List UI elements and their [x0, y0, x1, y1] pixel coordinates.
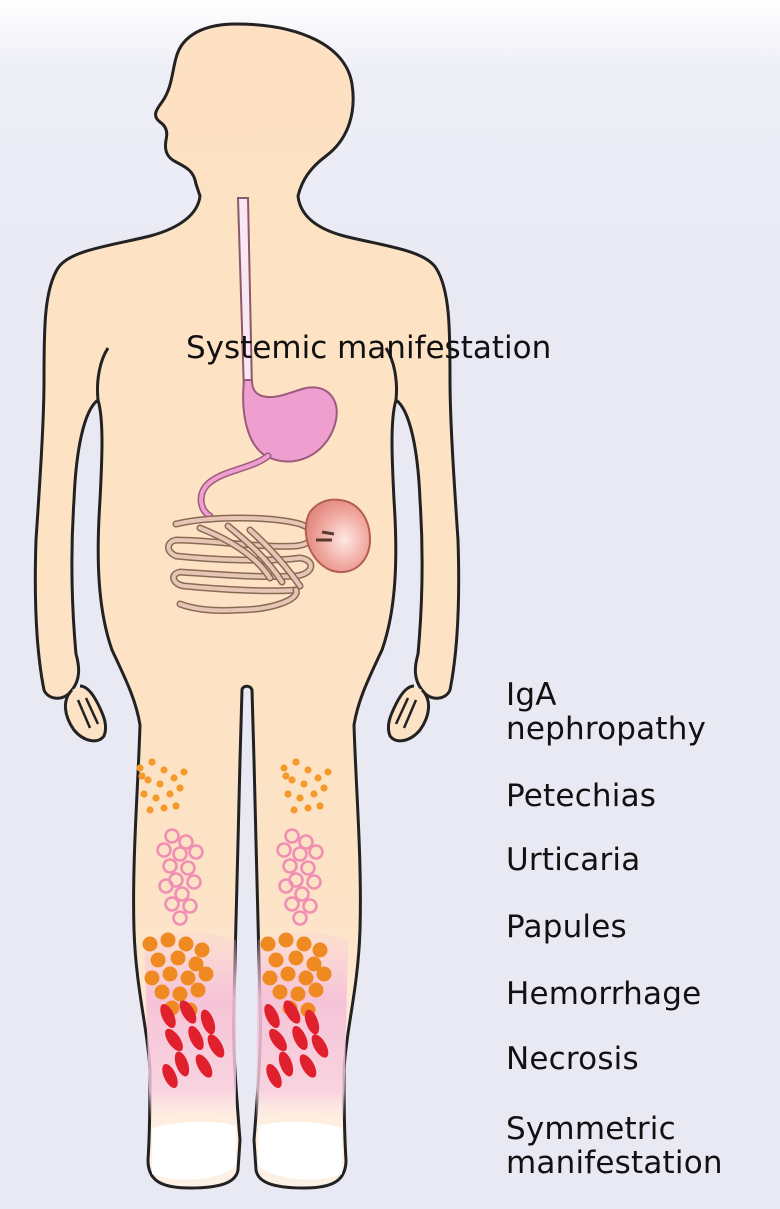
petechia-dot — [156, 780, 163, 787]
papule-dot — [181, 971, 196, 986]
papule-dot — [269, 953, 284, 968]
right-hand — [388, 686, 428, 741]
hemorrhage-label: Hemorrhage — [506, 977, 701, 1011]
petechia-dot — [160, 766, 167, 773]
necrosis-label: Necrosis — [506, 1042, 639, 1076]
papule-dot — [143, 937, 158, 952]
petechia-dot — [180, 768, 187, 775]
petechia-dot — [170, 774, 177, 781]
petechia-dot — [146, 806, 153, 813]
petechia-dot — [310, 790, 317, 797]
papule-dot — [191, 983, 206, 998]
petechia-dot — [160, 804, 167, 811]
petechia-dot — [166, 790, 173, 797]
petechia-dot — [172, 802, 179, 809]
petechia-dot — [304, 766, 311, 773]
petechia-dot — [320, 784, 327, 791]
papule-dot — [281, 967, 296, 982]
iga-label-line2: nephropathy — [506, 712, 706, 746]
iga-nephropathy-label: IgA nephropathy — [506, 678, 706, 746]
papule-dot — [163, 967, 178, 982]
papule-dot — [261, 937, 276, 952]
urticaria-label: Urticaria — [506, 843, 640, 877]
papule-dot — [195, 943, 210, 958]
papule-dot — [199, 967, 214, 982]
papule-dot — [179, 937, 194, 952]
petechia-dot — [140, 790, 147, 797]
petechia-dot — [280, 764, 287, 771]
petechia-dot — [290, 806, 297, 813]
papule-dot — [151, 953, 166, 968]
symmetric-label-line2: manifestation — [506, 1146, 723, 1180]
ankle-area — [152, 1122, 342, 1180]
papule-dot — [279, 933, 294, 948]
papule-dot — [171, 951, 186, 966]
papules-label: Papules — [506, 910, 627, 944]
papule-dot — [317, 967, 332, 982]
papule-dot — [155, 985, 170, 1000]
petechia-dot — [316, 802, 323, 809]
papule-dot — [299, 971, 314, 986]
petechia-dot — [296, 794, 303, 801]
petechia-dot — [304, 804, 311, 811]
papule-dot — [309, 983, 324, 998]
petechia-dot — [144, 776, 151, 783]
papule-dot — [145, 971, 160, 986]
petechias-label: Petechias — [506, 779, 656, 813]
systemic-manifestation-label: Systemic manifestation — [186, 330, 551, 366]
papule-dot — [291, 987, 306, 1002]
petechia-dot — [148, 758, 155, 765]
papule-dot — [273, 985, 288, 1000]
petechia-dot — [288, 776, 295, 783]
petechia-dot — [300, 780, 307, 787]
papule-dot — [289, 951, 304, 966]
papule-dot — [173, 987, 188, 1002]
petechia-dot — [292, 758, 299, 765]
papule-dot — [297, 937, 312, 952]
papule-dot — [263, 971, 278, 986]
petechia-dot — [314, 774, 321, 781]
iga-label-line1: IgA — [506, 678, 706, 712]
papule-dot — [161, 933, 176, 948]
petechia-dot — [282, 772, 289, 779]
petechia-dot — [324, 768, 331, 775]
petechia-dot — [284, 790, 291, 797]
petechia-dot — [138, 772, 145, 779]
symmetric-label-line1: Symmetric — [506, 1112, 723, 1146]
petechia-dot — [136, 764, 143, 771]
petechia-dot — [176, 784, 183, 791]
left-hand — [65, 686, 105, 741]
symmetric-manifestation-label: Symmetric manifestation — [506, 1112, 723, 1180]
papule-dot — [313, 943, 328, 958]
petechia-dot — [152, 794, 159, 801]
